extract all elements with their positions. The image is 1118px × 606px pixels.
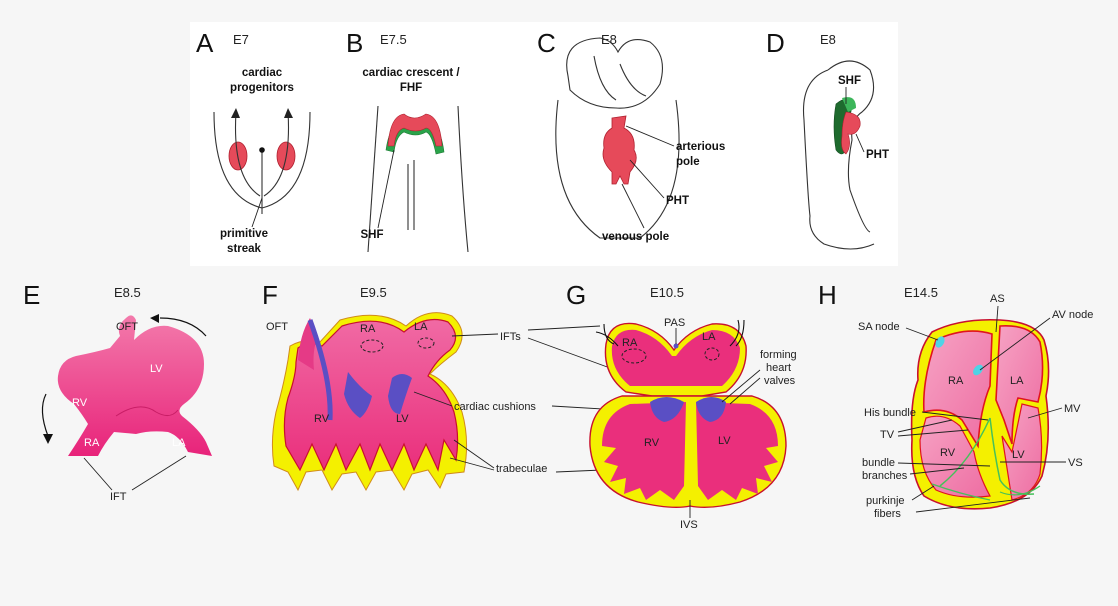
ivs-label: IVS bbox=[680, 519, 698, 531]
venous-pole-label: venous pole bbox=[602, 231, 669, 243]
as-label: AS bbox=[990, 293, 1005, 305]
lv-label: LV bbox=[396, 413, 409, 425]
panel-e: E E8.5 LV RV RA LA OFT IFT bbox=[23, 280, 212, 503]
forming-valves-label: forming bbox=[760, 349, 797, 361]
sa-node-label: SA node bbox=[858, 321, 900, 333]
purkinje-fibers-label: purkinje bbox=[866, 495, 905, 507]
oft-label: OFT bbox=[266, 321, 288, 333]
panel-letter: A bbox=[196, 28, 214, 58]
panel-letter: F bbox=[262, 280, 278, 310]
arterious-pole-label: pole bbox=[676, 156, 700, 168]
loop-arrow-left bbox=[42, 394, 48, 436]
cardiac-progenitors-label: cardiac bbox=[242, 67, 283, 79]
primitive-streak-label: primitive bbox=[220, 228, 268, 240]
mv-label: MV bbox=[1064, 403, 1081, 415]
la-label: LA bbox=[702, 331, 716, 343]
cardiac-cushions-label: cardiac cushions bbox=[454, 401, 536, 413]
la-label: LA bbox=[172, 437, 186, 449]
vs-label: VS bbox=[1068, 457, 1083, 469]
leader-line bbox=[132, 456, 186, 490]
forming-valves-label: valves bbox=[764, 375, 796, 387]
panel-letter: G bbox=[566, 280, 586, 310]
rv-label: RV bbox=[644, 437, 660, 449]
pas-label: PAS bbox=[664, 317, 685, 329]
node-dot bbox=[259, 147, 265, 153]
stage-label: E7 bbox=[233, 32, 249, 47]
panel-g: G E10.5 PAS RA LA RV LV IVS forming hear… bbox=[566, 280, 797, 531]
pht-label: PHT bbox=[866, 149, 889, 161]
ra-label: RA bbox=[622, 337, 638, 349]
ra-label: RA bbox=[360, 323, 376, 335]
la-label: LA bbox=[414, 321, 428, 333]
shf-label: SHF bbox=[838, 75, 861, 87]
leader-line bbox=[556, 470, 602, 472]
his-bundle-label: His bundle bbox=[864, 407, 916, 419]
stage-label: E8 bbox=[601, 32, 617, 47]
pht-label: PHT bbox=[666, 195, 689, 207]
panel-h: H E14.5 AS SA node AV node RA LA His bun… bbox=[818, 280, 1093, 520]
stage-label: E10.5 bbox=[650, 285, 684, 300]
cardiac-crescent-label: FHF bbox=[400, 82, 422, 94]
leader-line bbox=[528, 326, 600, 330]
ra-label: RA bbox=[84, 437, 100, 449]
bundle-branches-label: branches bbox=[862, 470, 908, 482]
oft-label: OFT bbox=[116, 321, 138, 333]
panel-letter: B bbox=[346, 28, 363, 58]
stage-label: E8 bbox=[820, 32, 836, 47]
stage-label: E14.5 bbox=[904, 285, 938, 300]
arrowhead bbox=[150, 314, 159, 323]
ift-label: IFT bbox=[110, 491, 127, 503]
primitive-streak-label: streak bbox=[227, 243, 261, 255]
shf-label: SHF bbox=[361, 229, 384, 241]
leader-line bbox=[84, 458, 112, 490]
panel-letter: E bbox=[23, 280, 40, 310]
trabeculae-label: trabeculae bbox=[496, 463, 547, 475]
ifts-label: IFTs bbox=[500, 331, 521, 343]
stage-label: E7.5 bbox=[380, 32, 407, 47]
la-label: LA bbox=[1010, 375, 1024, 387]
bundle-branches-label: bundle bbox=[862, 457, 895, 469]
purkinje-fibers-label: fibers bbox=[874, 508, 901, 520]
rv-label: RV bbox=[314, 413, 330, 425]
interventricular-septum bbox=[686, 420, 696, 500]
cardiac-crescent-label: cardiac crescent / bbox=[362, 67, 460, 79]
rv-label: RV bbox=[940, 447, 956, 459]
stage-label: E8.5 bbox=[114, 285, 141, 300]
top-row-background bbox=[190, 22, 898, 266]
panel-letter: C bbox=[537, 28, 556, 58]
pas-dot bbox=[674, 344, 679, 349]
looping-heart-tube bbox=[58, 315, 212, 456]
tv-label: TV bbox=[880, 429, 895, 441]
leader-line bbox=[528, 338, 610, 368]
lv-label: LV bbox=[1012, 449, 1025, 461]
panel-letter: H bbox=[818, 280, 837, 310]
panel-letter: D bbox=[766, 28, 785, 58]
rv-label: RV bbox=[72, 397, 88, 409]
arrowhead bbox=[43, 434, 53, 444]
cardiac-progenitors-label: progenitors bbox=[230, 82, 294, 94]
lv-label: LV bbox=[718, 435, 731, 447]
panel-f: F E9.5 RA LA RV LV OFT bbox=[262, 280, 467, 490]
ra-label: RA bbox=[948, 375, 964, 387]
arterious-pole-label: arterious bbox=[676, 141, 725, 153]
forming-valves-label: heart bbox=[766, 362, 791, 374]
lv-label: LV bbox=[150, 363, 163, 375]
stage-label: E9.5 bbox=[360, 285, 387, 300]
av-node-label: AV node bbox=[1052, 309, 1093, 321]
